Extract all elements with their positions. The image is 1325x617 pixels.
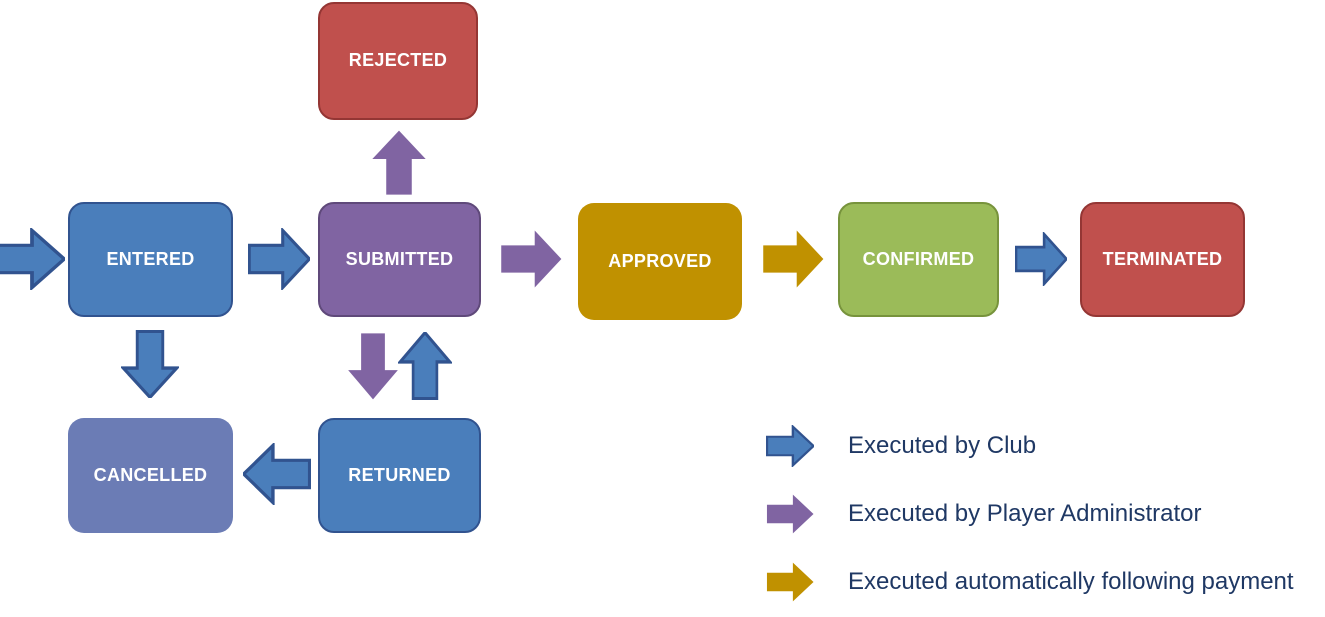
arrow-returned-to-cancelled-icon [243,443,311,505]
arrow-approved-to-confirmed-icon [762,228,824,290]
arrow-entered-to-submitted-icon [248,228,310,290]
arrow-submitted-to-approved-icon [500,228,562,290]
state-node-returned[interactable]: RETURNED [318,418,481,533]
state-node-confirmed[interactable]: CONFIRMED [838,202,999,317]
state-node-entered[interactable]: ENTERED [68,202,233,317]
legend-label: Executed by Player Administrator [848,500,1202,527]
legend-item-admin: Executed by Player Administrator [766,493,1202,535]
legend-item-auto: Executed automatically following payment [766,561,1294,603]
state-node-label: CONFIRMED [862,248,975,269]
arrow-entered-to-cancelled-icon [121,330,179,398]
state-node-label: APPROVED [608,250,712,271]
arrow-submitted-to-returned-icon [346,332,400,400]
arrow-returned-to-submitted-icon [398,332,452,400]
legend-label: Executed automatically following payment [848,568,1294,595]
state-node-rejected[interactable]: REJECTED [318,2,478,120]
arrow-start-to-entered-icon [0,228,65,290]
state-node-terminated[interactable]: TERMINATED [1080,202,1245,317]
state-node-label: REJECTED [348,50,448,71]
legend-arrow-auto-icon [766,561,814,603]
state-node-label: SUBMITTED [345,248,454,269]
state-node-label: CANCELLED [93,464,208,485]
legend-label: Executed by Club [848,432,1037,459]
state-node-label: RETURNED [348,464,451,485]
state-node-label: ENTERED [106,248,195,269]
arrow-submitted-to-rejected-icon [370,130,428,196]
legend-arrow-admin-icon [766,493,814,535]
state-node-cancelled[interactable]: CANCELLED [68,418,233,533]
arrow-confirmed-to-terminated-icon [1015,232,1067,286]
state-node-approved[interactable]: APPROVED [578,203,742,320]
legend-arrow-club-icon [766,425,814,467]
state-node-submitted[interactable]: SUBMITTED [318,202,481,317]
state-node-label: TERMINATED [1102,248,1223,269]
legend-item-club: Executed by Club [766,425,1036,467]
